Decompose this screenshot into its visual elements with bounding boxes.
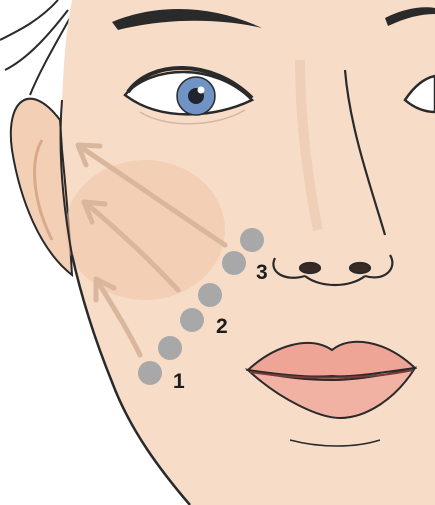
step-label-1: 1 [173, 370, 185, 393]
step-label-2: 2 [216, 315, 228, 338]
step-label-3: 3 [256, 261, 268, 284]
